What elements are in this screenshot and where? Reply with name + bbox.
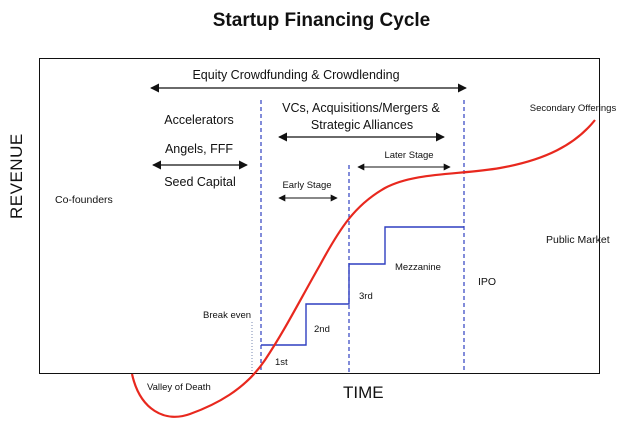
vcs-label-line2: Strategic Alliances <box>310 118 414 132</box>
second-round-label: 2nd <box>314 324 330 335</box>
public-market-label: Public Market <box>546 234 610 246</box>
vcs-label-line1: VCs, Acquisitions/Mergers & <box>282 101 440 115</box>
angels-label: Angels, FFF <box>164 142 234 156</box>
ipo-label: IPO <box>478 276 497 288</box>
y-axis-label: REVENUE <box>7 133 26 219</box>
later-stage-label: Later Stage <box>384 150 434 161</box>
co-founders-label: Co-founders <box>55 194 113 206</box>
accelerators-label: Accelerators <box>164 113 234 127</box>
valley-of-death-label: Valley of Death <box>147 382 211 393</box>
first-round-label: 1st <box>275 357 288 368</box>
mezzanine-label: Mezzanine <box>395 262 441 273</box>
funding-steps <box>261 226 464 346</box>
equity-crowdfunding-label: Equity Crowdfunding & Crowdlending <box>192 68 400 82</box>
third-round-label: 3rd <box>359 291 373 302</box>
diagram-title: Startup Financing Cycle <box>212 10 431 31</box>
early-stage-label: Early Stage <box>282 180 332 191</box>
x-axis-label: TIME <box>343 383 384 402</box>
plot-frame <box>39 58 600 374</box>
secondary-offerings-label: Secondary Offerings <box>529 103 617 114</box>
revenue-curve <box>130 119 596 418</box>
seed-capital-label: Seed Capital <box>164 175 236 189</box>
break-even-label: Break even <box>203 310 252 321</box>
